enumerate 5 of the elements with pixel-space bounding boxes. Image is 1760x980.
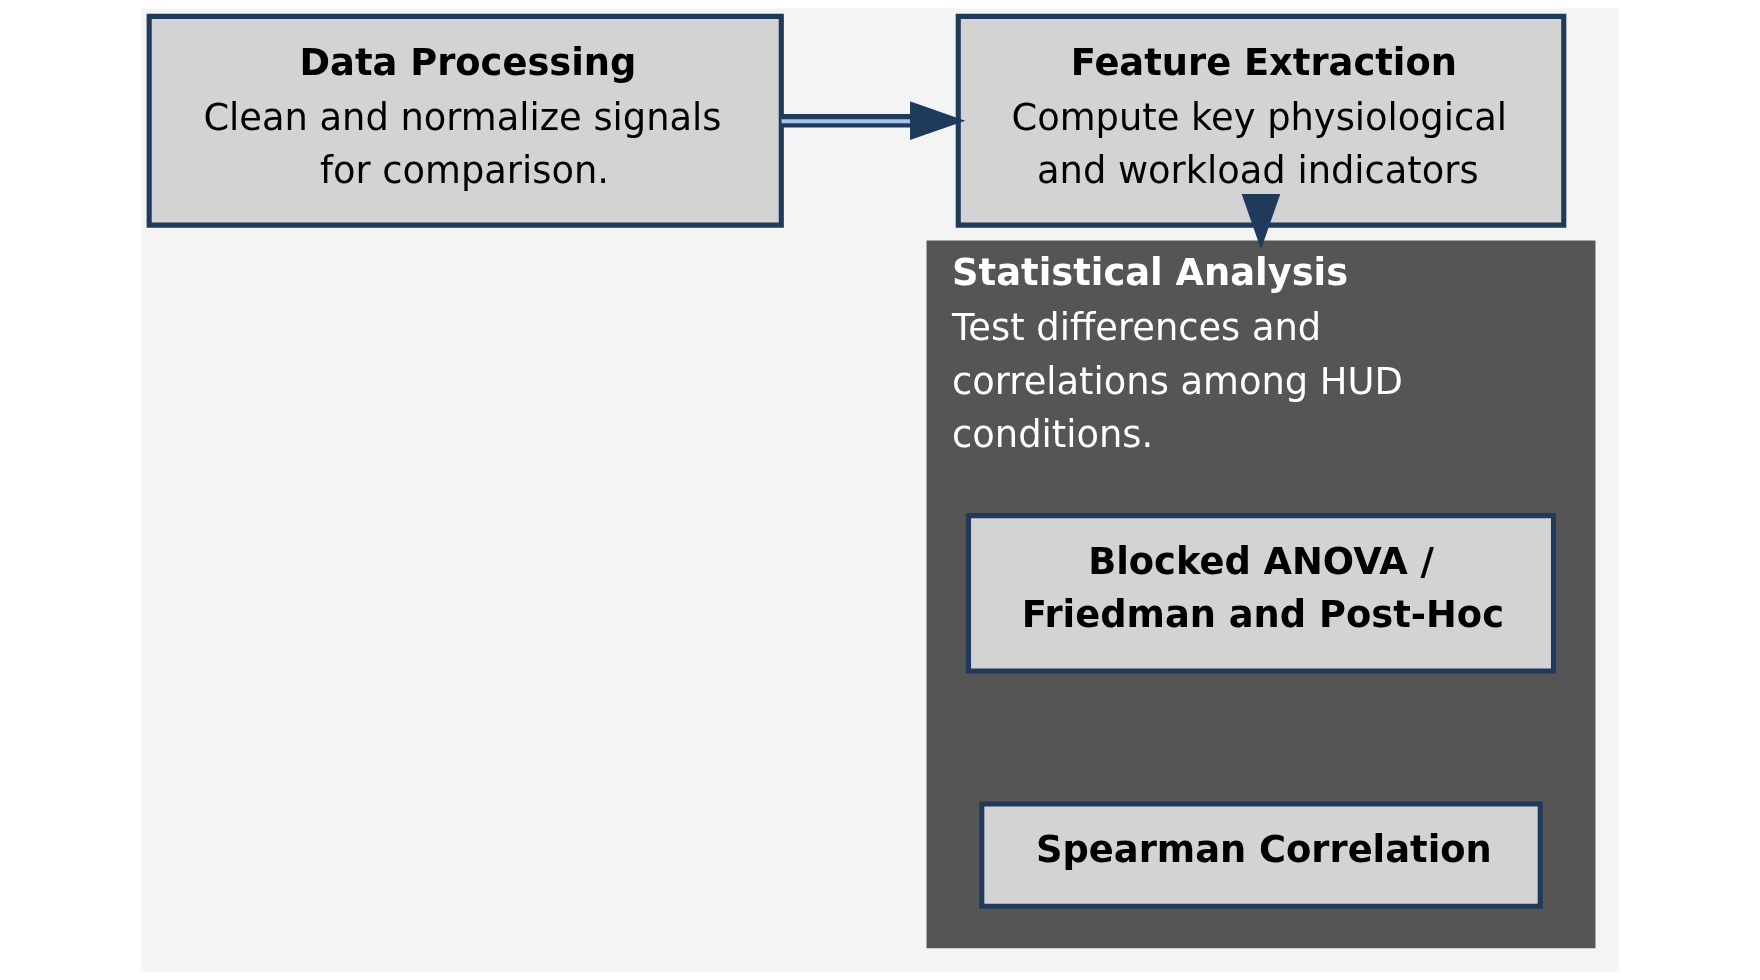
- node-box: Blocked ANOVA / Friedman and Post-Hoc: [965, 513, 1557, 674]
- node-box: Spearman Correlation: [979, 801, 1543, 909]
- arrow: [1241, 193, 1281, 250]
- arrow: [781, 101, 966, 141]
- node-box: Data Processing Clean and normalize signals for comparison.: [146, 13, 784, 228]
